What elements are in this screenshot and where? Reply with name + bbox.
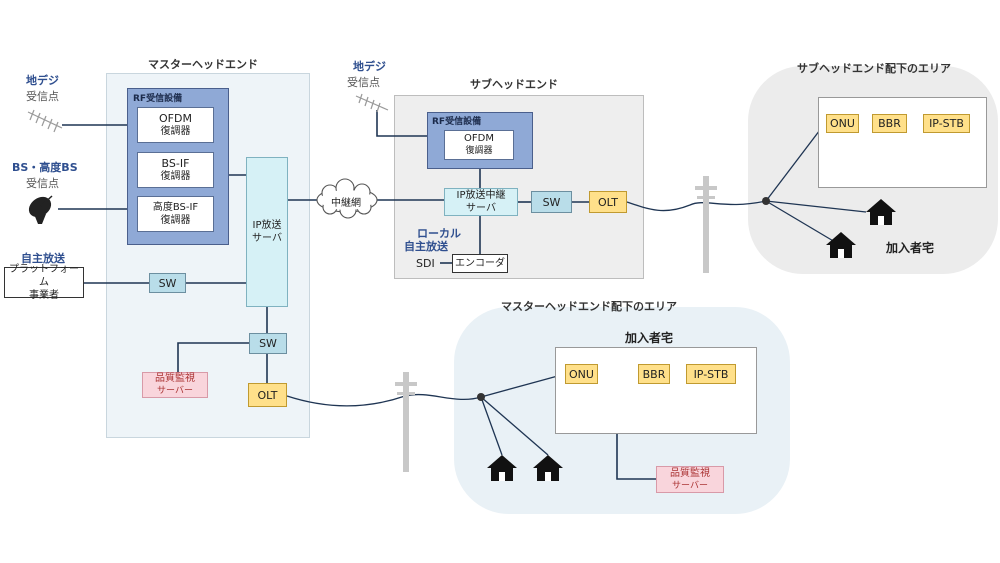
master-ofdm-demodulator: OFDM 復調器	[137, 107, 214, 143]
sub-ofdm-line1: OFDM	[464, 133, 494, 144]
area-monitor-line2: サーバー	[672, 480, 708, 491]
sub-area-title: サブヘッドエンド配下のエリア	[797, 62, 951, 75]
relay-network-label: 中継網	[331, 198, 361, 209]
master-monitor-line2: サーバー	[157, 386, 193, 396]
master-rf-label: RF受信設備	[133, 94, 183, 104]
master-quality-monitor-server: 品質監視 サーバー	[142, 372, 208, 398]
sub-sw: SW	[531, 191, 572, 213]
terrestrial-antenna-icon	[27, 109, 63, 133]
master-advbsif-line1: 高度BS-IF	[152, 202, 199, 213]
master-area-quality-monitor-server: 品質監視 サーバー	[656, 466, 724, 493]
sub-rf-label: RF受信設備	[432, 117, 482, 127]
ip-broadcast-server: IP放送 サーバ	[246, 157, 288, 307]
sub-terrestrial-label: 地デジ	[353, 60, 386, 73]
platform-operator-box: プラットフォーム 事業者	[4, 264, 84, 301]
platform-line1: プラットフォーム	[9, 264, 79, 288]
sub-area-onu: ONU	[826, 114, 859, 133]
terrestrial-source-sub: 受信点	[26, 90, 59, 103]
sub-terrestrial-antenna-icon	[355, 93, 389, 113]
platform-line2: 事業者	[29, 290, 59, 301]
relay-server-line1: IP放送中継	[456, 190, 506, 201]
master-sw-lower: SW	[249, 333, 287, 354]
sub-terrestrial-sub: 受信点	[347, 76, 380, 89]
sub-area-ip-stb: IP-STB	[923, 114, 970, 133]
master-bsif-line1: BS-IF	[161, 157, 190, 170]
master-bsif-demodulator: BS-IF 復調器	[137, 152, 214, 188]
sdi-label: SDI	[416, 257, 435, 270]
bs-source-label: BS・高度BS	[12, 161, 78, 174]
local-broadcast-label-2: 自主放送	[404, 240, 448, 253]
master-area-onu: ONU	[565, 364, 598, 384]
encoder-box: エンコーダ	[452, 254, 508, 273]
ip-server-line2: サーバ	[252, 233, 282, 244]
terrestrial-source-label: 地デジ	[26, 74, 59, 87]
area-monitor-line1: 品質監視	[670, 467, 710, 479]
master-headend-title: マスターヘッドエンド	[148, 58, 258, 71]
ip-relay-server: IP放送中継 サーバ	[444, 188, 518, 216]
sub-ofdm-demodulator: OFDM 復調器	[444, 130, 514, 160]
master-area-bbr: BBR	[638, 364, 670, 384]
relay-server-line2: サーバ	[466, 203, 496, 214]
utility-pole-icon	[395, 176, 717, 472]
local-broadcast-label-1: ローカル	[417, 227, 461, 240]
master-area-home-box	[555, 347, 757, 434]
master-advbsif-line2: 復調器	[160, 215, 191, 226]
master-area-subscriber-label: 加入者宅	[625, 331, 674, 345]
master-ofdm-line1: OFDM	[159, 112, 192, 125]
satellite-dish-icon	[28, 195, 53, 224]
master-area-title: マスターヘッドエンド配下のエリア	[501, 300, 677, 313]
sub-headend-title: サブヘッドエンド	[470, 78, 558, 91]
sub-area-subscriber-label: 加入者宅	[886, 241, 935, 255]
master-olt: OLT	[248, 383, 287, 407]
ip-server-line1: IP放送	[252, 220, 282, 231]
master-area-ip-stb: IP-STB	[686, 364, 736, 384]
bs-source-sub: 受信点	[26, 177, 59, 190]
sub-area-bbr: BBR	[872, 114, 907, 133]
master-advanced-bsif-demodulator: 高度BS-IF 復調器	[137, 196, 214, 232]
master-ofdm-line2: 復調器	[160, 126, 191, 137]
master-monitor-line1: 品質監視	[155, 373, 195, 384]
own-broadcast-label: 自主放送	[21, 252, 65, 265]
master-bsif-line2: 復調器	[160, 171, 191, 182]
master-sw-platform: SW	[149, 273, 186, 293]
house-icon	[487, 199, 896, 481]
sub-olt: OLT	[589, 191, 627, 213]
sub-area-home-box	[818, 97, 987, 188]
sub-ofdm-line2: 復調器	[465, 146, 493, 156]
